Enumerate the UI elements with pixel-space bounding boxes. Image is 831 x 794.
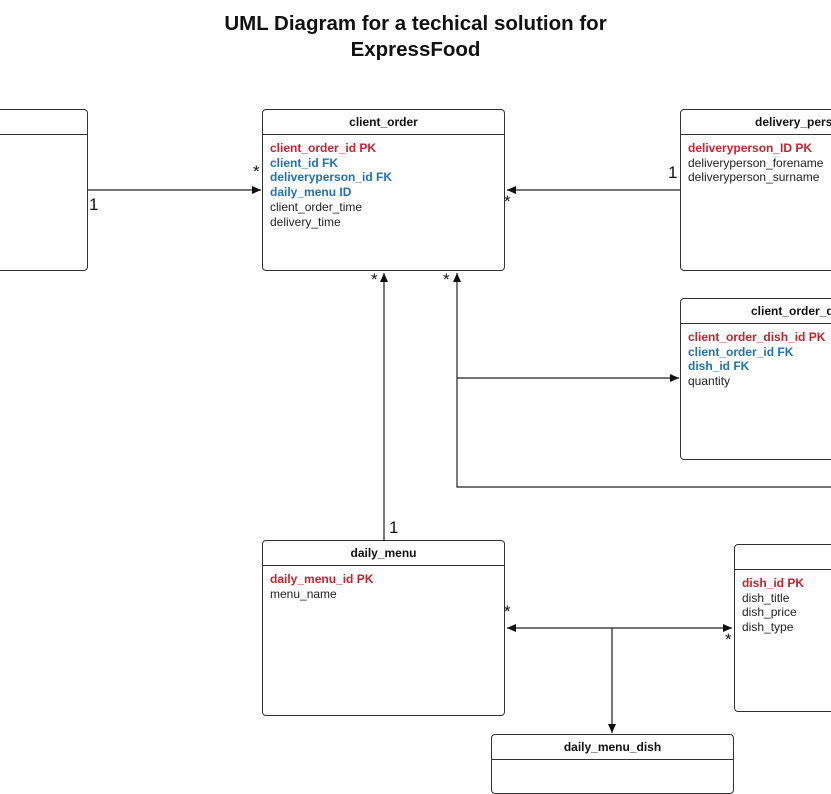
entity-delivery-person-name: delivery_pers: [681, 110, 831, 135]
entity-delivery-person[interactable]: delivery_pers deliveryperson_ID PK deliv…: [680, 109, 831, 271]
attr-client-order-id: client_order_id PK: [270, 141, 377, 155]
mult-menu-dish-left-star: *: [504, 602, 511, 621]
mult-menu-dish-right-star: *: [725, 630, 732, 649]
attr-dish-title: dish_title: [742, 590, 790, 605]
edge-orderdish-loop: [453, 273, 831, 488]
mult-menu-order-star: *: [371, 270, 378, 289]
attr-deliveryperson-pk: deliveryperson_ID PK: [688, 141, 813, 155]
entity-client[interactable]: [0, 109, 88, 271]
attr-menu-name: menu_name: [270, 586, 337, 601]
entity-dish[interactable]: dish_id PK dish_title dish_price dish_ty…: [734, 544, 831, 712]
relationship-lines: [88, 186, 831, 733]
attr-client-order-time: client_order_time: [270, 199, 363, 214]
attr-dish-pk: dish_id PK: [742, 576, 805, 590]
entity-daily-menu-dish-name: daily_menu_dish: [492, 735, 733, 760]
attr-dish-type: dish_type: [742, 620, 794, 635]
title-line-2: ExpressFood: [350, 38, 481, 61]
entity-dish-name: [735, 545, 831, 570]
entity-daily-menu[interactable]: daily_menu daily_menu_id PK menu_name: [262, 540, 505, 716]
attr-client-id: client_id FK: [270, 155, 339, 170]
entity-client-order-name: client_order: [263, 110, 504, 135]
entity-client-order-dish-name: client_order_d: [681, 299, 831, 324]
entity-client-header: [0, 110, 87, 135]
entity-daily-menu-dish[interactable]: daily_menu_dish: [491, 734, 734, 794]
attr-cod-dish-id: dish_id FK: [688, 359, 750, 374]
attr-client-order-dish-id: client_order_dish_id PK: [688, 330, 826, 344]
attr-daily-menu-pk: daily_menu_id PK: [270, 572, 374, 586]
attr-delivery-time: delivery_time: [270, 214, 341, 229]
attr-deliveryperson-surname: deliveryperson_surname: [688, 170, 820, 185]
entity-daily-menu-name: daily_menu: [263, 541, 504, 566]
attr-quantity: quantity: [688, 374, 731, 389]
attr-dish-price: dish_price: [742, 605, 797, 620]
attr-deliveryperson-id: deliveryperson_id FK: [270, 170, 393, 185]
mult-client-order-star: *: [253, 162, 260, 181]
attr-cod-client-order-id: client_order_id FK: [688, 344, 794, 359]
mult-client-one: 1: [89, 195, 99, 214]
entity-client-order[interactable]: client_order client_order_id PK client_i…: [262, 109, 505, 271]
mult-delivery-one: 1: [668, 163, 678, 182]
entity-client-order-dish[interactable]: client_order_d client_order_dish_id PK c…: [680, 298, 831, 460]
attr-deliveryperson-forename: deliveryperson_forename: [688, 155, 824, 170]
title-line-1: UML Diagram for a techical solution for: [224, 12, 607, 35]
diagram-title: UML Diagram for a techical solution for …: [0, 11, 831, 63]
mult-delivery-order-star: *: [504, 192, 511, 211]
mult-menu-one: 1: [389, 518, 399, 537]
mult-orderdish-order-star: *: [443, 270, 450, 289]
attr-daily-menu-id: daily_menu ID: [270, 185, 352, 200]
